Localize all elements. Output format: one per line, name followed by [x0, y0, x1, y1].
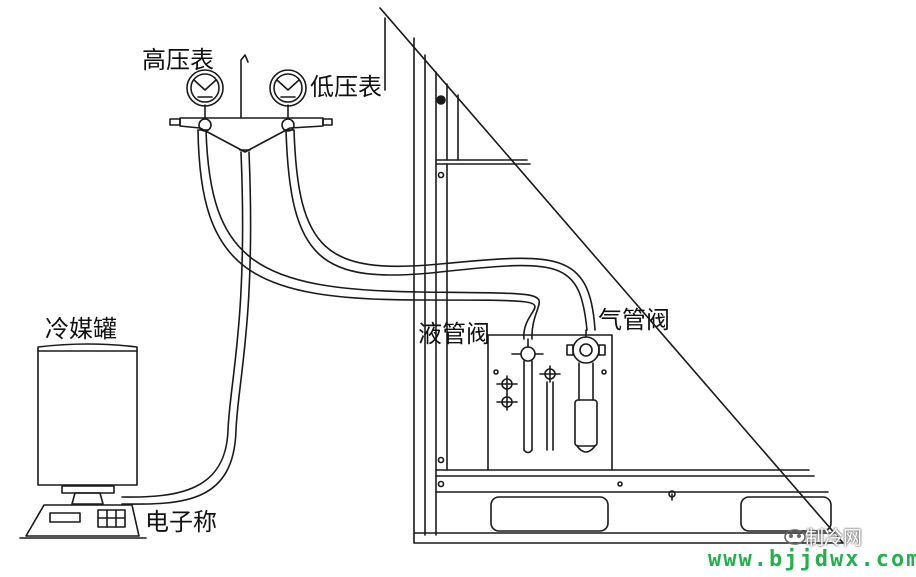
high-pressure-gauge-icon: [186, 69, 224, 107]
valve-plate: [487, 334, 613, 471]
charging-hose: [121, 151, 252, 505]
high-pressure-gauge-label: 高压表: [142, 46, 214, 74]
low-side-hose: [285, 129, 596, 331]
liquid-valve-label: 液管阀: [418, 320, 490, 348]
refrigerant-tank-icon: [37, 343, 138, 486]
high-side-hose: [197, 129, 540, 340]
watermark-url: www.bjjdwx.com: [708, 547, 916, 572]
low-pressure-gauge-icon: [269, 69, 307, 107]
gas-line-valve: [566, 329, 606, 453]
liquid-line-valve: [496, 338, 561, 454]
outdoor-unit-cabinet: [379, 7, 844, 544]
watermark-brand: 制冷网: [805, 527, 863, 549]
electronic-scale-label: 电子称: [145, 508, 217, 536]
gas-valve-label: 气管阀: [598, 306, 670, 334]
low-pressure-gauge-label: 低压表: [310, 73, 382, 101]
refrigerant-tank-label: 冷媒罐: [45, 315, 117, 343]
electronic-scale-icon: [19, 485, 147, 539]
watermark-logo-icon: [784, 529, 806, 545]
